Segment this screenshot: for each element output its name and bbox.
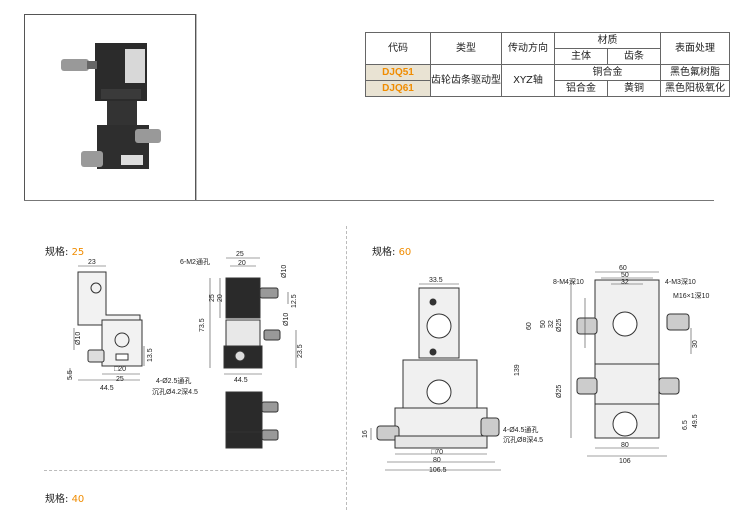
dim-bottom-80: 80 (621, 442, 629, 449)
note-counter-60: 沉孔Ø8深4.5 (503, 435, 543, 444)
front-view-25 (223, 277, 281, 449)
dim-top-25: 25 (236, 251, 244, 258)
dim-left-d25: Ø25 (556, 319, 563, 332)
dim-r-d10-a: Ø10 (281, 265, 288, 278)
note-m3: 4-M3深10 (665, 277, 696, 286)
dim-top-60: 60 (619, 265, 627, 272)
dim-23: 23 (88, 259, 96, 266)
front-view-60 (576, 279, 690, 439)
row-code-djq61: DJQ61 (365, 80, 431, 97)
th-main-body: 主体 (554, 48, 608, 65)
dim-33-5: 33.5 (429, 277, 443, 284)
dim-left-25: 25 (209, 294, 216, 302)
dim-box-20: □20 (114, 366, 126, 373)
dim-6-5: 6.5 (682, 420, 689, 430)
dim-106-5: 106.5 (429, 467, 447, 474)
dim-left-d25-b: Ø25 (556, 385, 563, 398)
row-code-djq51: DJQ51 (365, 64, 431, 81)
dim-left-50: 50 (540, 320, 547, 328)
drawing-size-60: 33.5 16 □70 80 106.5 4-Ø4.5通孔 沉孔Ø8深4.5 6… (362, 265, 709, 474)
th-gear: 齿条 (607, 48, 661, 65)
row-type: 齿轮齿条驱动型 (430, 64, 502, 97)
spec-label-60: 规格: 60 (372, 247, 412, 258)
dim-30: 30 (692, 340, 699, 348)
dim-13-5: 13.5 (147, 348, 154, 362)
dim-r-d10-b: Ø10 (283, 313, 290, 326)
row-main-body-djq61: 铝合金 (554, 80, 608, 97)
dim-73-5: 73.5 (199, 318, 206, 332)
row-direction: XYZ轴 (501, 64, 555, 97)
drawing-size-25: 23 Ø10 5.5 25 44.5 13.5 □20 4-Ø2.5通孔 沉孔Ø… (67, 251, 304, 449)
th-type: 类型 (430, 32, 502, 65)
spec-label-25: 规格: 25 (45, 247, 85, 258)
product-image (61, 43, 161, 169)
spec-label-40: 规格: 40 (45, 494, 85, 505)
note-counter-25: 沉孔Ø4.2深4.5 (152, 387, 198, 396)
dim-139: 139 (514, 364, 521, 376)
th-surface: 表面处理 (660, 32, 730, 65)
th-direction: 传动方向 (501, 32, 555, 65)
note-m2: 6-M2通孔 (180, 257, 210, 266)
note-hole-60: 4-Ø4.5通孔 (503, 425, 538, 434)
side-view-25 (77, 271, 143, 367)
dim-49-5: 49.5 (692, 414, 699, 428)
dim-box-70: □70 (431, 449, 443, 456)
dim-25: 25 (116, 376, 124, 383)
row-material-djq51: 铜合金 (554, 64, 661, 81)
dim-top-50: 50 (621, 272, 629, 279)
note-m16: M16×1深10 (673, 291, 709, 300)
side-view-60 (376, 287, 500, 449)
dim-left-20: 20 (217, 294, 224, 302)
th-code: 代码 (365, 32, 431, 65)
row-surface-djq51: 黑色氟树脂 (660, 64, 730, 81)
note-m4: 8-M4深10 (553, 277, 584, 286)
note-hole-25: 4-Ø2.5通孔 (156, 376, 191, 385)
dim-left-32: 32 (548, 320, 555, 328)
row-surface-djq61: 黑色阳极氧化 (660, 80, 730, 97)
product-photo (24, 14, 196, 201)
dim-5-5: 5.5 (67, 370, 74, 380)
spec-table: 代码 类型 传动方向 材质 表面处理 主体 齿条 DJQ51 齿轮齿条驱动型 X… (365, 32, 730, 97)
dim-44-5: 44.5 (100, 385, 114, 392)
dim-d10: Ø10 (75, 332, 82, 345)
dim-80: 80 (433, 457, 441, 464)
dim-left-60: 60 (526, 322, 533, 330)
dim-top-32: 32 (621, 279, 629, 286)
dim-23-5: 23.5 (297, 344, 304, 358)
dim-top-20: 20 (238, 260, 246, 267)
dim-12-5: 12.5 (291, 294, 298, 308)
dim-16: 16 (362, 430, 369, 438)
dim-bottom-106: 106 (619, 458, 631, 465)
row-gear-djq61: 黄铜 (607, 80, 661, 97)
dim-bottom-44-5: 44.5 (234, 377, 248, 384)
th-material: 材质 (554, 32, 661, 49)
